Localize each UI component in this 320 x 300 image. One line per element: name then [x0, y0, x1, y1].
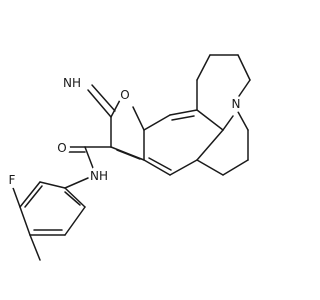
bond — [196, 129, 224, 161]
bond — [87, 89, 112, 118]
bond — [91, 84, 116, 112]
carbonyl-oxygen-text: O — [57, 141, 66, 155]
bond — [84, 146, 94, 169]
amine-nitrogen-label: N — [228, 96, 244, 112]
bond — [222, 159, 249, 176]
bond — [64, 187, 86, 208]
bond — [64, 206, 86, 236]
bond — [143, 159, 171, 176]
bond — [64, 177, 89, 189]
bond — [169, 109, 198, 116]
bond — [222, 115, 234, 131]
bond — [24, 185, 43, 208]
bond-layer — [11, 54, 251, 261]
ring-oxygen-text: O — [120, 88, 129, 102]
bond — [132, 106, 145, 131]
bond — [196, 54, 211, 81]
bond — [171, 115, 195, 121]
bond — [19, 181, 41, 208]
amide-nh-label: NH — [89, 166, 109, 186]
fluorine-text: F — [9, 173, 16, 187]
ring-oxygen-label: O — [117, 87, 133, 103]
bond — [110, 99, 121, 118]
bond — [116, 149, 141, 160]
bond — [169, 159, 198, 176]
amine-nitrogen-text: N — [232, 97, 241, 111]
bond — [19, 206, 31, 236]
bond — [29, 234, 41, 261]
bond — [143, 114, 171, 131]
bond — [196, 109, 224, 131]
fluorine-label: F — [4, 172, 20, 188]
bond — [196, 159, 224, 176]
imine-nh-text: NH — [63, 76, 81, 90]
bond — [236, 79, 251, 100]
amide-nh-text: NH — [90, 169, 108, 183]
atom-label-layer: NH O N O NH F — [4, 73, 244, 188]
bond — [236, 109, 249, 131]
bond — [64, 191, 81, 206]
carbonyl-oxygen-label: O — [54, 140, 70, 156]
bond — [11, 184, 21, 208]
bond — [148, 157, 172, 171]
chemical-structure: NH O N O NH F — [4, 54, 251, 261]
bond — [237, 54, 251, 81]
imine-nh-label: NH — [62, 73, 82, 93]
bond — [39, 181, 66, 189]
